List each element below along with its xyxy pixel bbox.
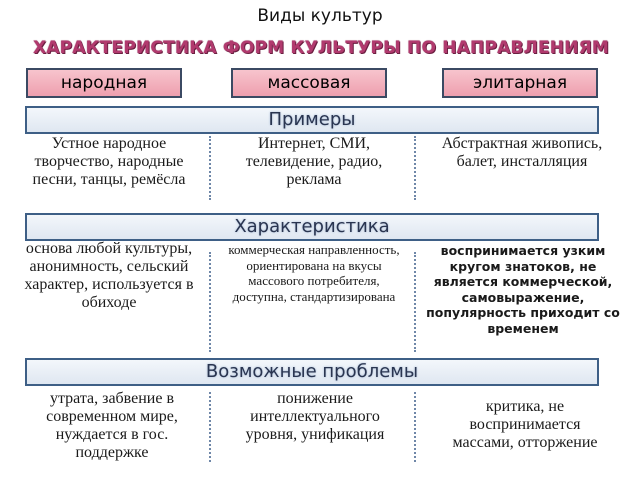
characteristics-cell-mass: коммерческая направленность, ориентирова…	[228, 242, 400, 304]
column-separator	[414, 136, 416, 200]
section-problems-title: Возможные проблемы	[25, 358, 599, 386]
problems-cell-folk: утрата, забвение в современном мире, нуж…	[46, 390, 178, 461]
column-separator	[209, 392, 211, 462]
column-separator	[414, 392, 416, 462]
examples-cell-elite: Абстрактная живопись, балет, инсталляция	[441, 135, 603, 170]
examples-cell-mass: Интернет, СМИ, телевидение, радио, рекла…	[245, 135, 383, 188]
page-title: Виды культур	[257, 6, 383, 26]
column-separator	[414, 252, 416, 352]
problems-cell-mass: понижение интеллектуального уровня, униф…	[245, 390, 385, 443]
column-separator	[209, 136, 211, 200]
characteristics-cell-elite: воспринимается узким кругом знатоков, не…	[426, 243, 620, 336]
problems-cell-elite: критика, не воспринимается массами, отто…	[452, 398, 598, 451]
column-header-elite: элитарная	[442, 68, 598, 98]
section-characteristics-title: Характеристика	[25, 213, 599, 241]
column-separator	[209, 252, 211, 352]
slide-heading: ХАРАКТЕРИСТИКА ФОРМ КУЛЬТУРЫ ПО НАПРАВЛЕ…	[32, 38, 610, 58]
column-header-folk: народная	[26, 68, 182, 98]
examples-cell-folk: Устное народное творчество, народные пес…	[32, 135, 186, 188]
section-examples-title: Примеры	[25, 106, 599, 134]
characteristics-cell-folk: основа любой культуры, анонимность, сель…	[24, 240, 194, 311]
column-header-mass: массовая	[231, 68, 387, 98]
